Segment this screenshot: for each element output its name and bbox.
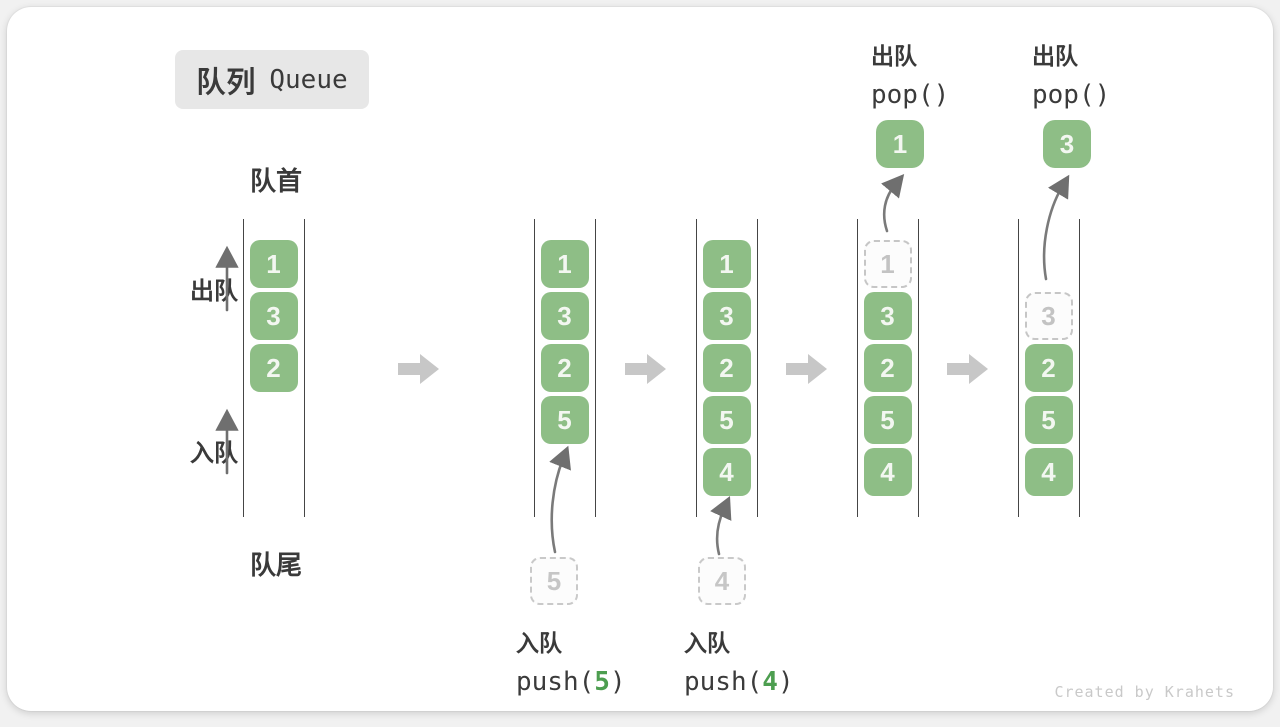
flow-arrow-icon xyxy=(786,354,827,384)
popped-item: 3 xyxy=(1043,120,1091,168)
queue-column-5: 3 2 5 4 xyxy=(1018,219,1080,517)
flow-arrow-icon xyxy=(398,354,439,384)
queue-item: 3 xyxy=(540,292,589,340)
queue-item: 3 xyxy=(702,292,751,340)
operation-label: 入队 xyxy=(516,630,562,656)
queue-item: 2 xyxy=(702,344,751,392)
title-en: Queue xyxy=(269,64,348,95)
queue-item-ghost: 3 xyxy=(1024,292,1073,340)
operation-label: 出队 xyxy=(1032,43,1078,69)
operation-push-4: 入队 push(4) xyxy=(684,624,794,697)
incoming-item-ghost: 4 xyxy=(698,557,746,605)
label-queue-rear: 队尾 xyxy=(250,550,303,580)
operation-pop-1: 出队 pop() xyxy=(871,37,949,110)
title-zh: 队列 xyxy=(196,66,257,99)
flow-arrow-icon xyxy=(625,354,666,384)
push-arg: 4 xyxy=(762,667,778,697)
queue-item: 4 xyxy=(1024,448,1073,496)
watermark: Created by Krahets xyxy=(1054,683,1235,701)
title-badge: 队列 Queue xyxy=(175,50,369,109)
queue-item: 3 xyxy=(863,292,912,340)
flow-arrow-icon xyxy=(947,354,988,384)
queue-item: 2 xyxy=(1024,344,1073,392)
queue-column-3: 1 3 2 5 4 xyxy=(696,219,758,517)
queue-item-ghost: 1 xyxy=(863,240,912,288)
queue-item: 1 xyxy=(540,240,589,288)
queue-item: 2 xyxy=(249,344,298,392)
operation-code: pop() xyxy=(871,80,950,110)
incoming-item-ghost: 5 xyxy=(530,557,578,605)
queue-item: 2 xyxy=(540,344,589,392)
push-arg: 5 xyxy=(594,667,610,697)
label-enqueue: 入队 xyxy=(190,440,238,467)
diagram-card: 队列 Queue 队首 队尾 出队 入队 1 3 2 1 3 2 5 5 1 3… xyxy=(7,7,1273,711)
queue-item: 5 xyxy=(1024,396,1073,444)
operation-label: 出队 xyxy=(871,43,917,69)
queue-item: 5 xyxy=(863,396,912,444)
queue-column-1: 1 3 2 xyxy=(243,219,305,517)
operation-push-5: 入队 push(5) xyxy=(516,624,626,697)
queue-item: 4 xyxy=(702,448,751,496)
queue-column-2: 1 3 2 5 xyxy=(534,219,596,517)
operation-code: pop() xyxy=(1032,80,1111,110)
queue-item: 1 xyxy=(702,240,751,288)
operation-code: push(5) xyxy=(516,667,626,697)
queue-item: 1 xyxy=(249,240,298,288)
queue-item: 5 xyxy=(702,396,751,444)
operation-code: push(4) xyxy=(684,667,794,697)
queue-item: 4 xyxy=(863,448,912,496)
label-queue-front: 队首 xyxy=(250,166,303,196)
popped-item: 1 xyxy=(876,120,924,168)
operation-pop-2: 出队 pop() xyxy=(1032,37,1110,110)
queue-item: 2 xyxy=(863,344,912,392)
operation-label: 入队 xyxy=(684,630,730,656)
queue-column-4: 1 3 2 5 4 xyxy=(857,219,919,517)
queue-item: 5 xyxy=(540,396,589,444)
queue-diagram: 队列 Queue 队首 队尾 出队 入队 1 3 2 1 3 2 5 5 1 3… xyxy=(7,7,1273,711)
label-dequeue: 出队 xyxy=(190,278,238,305)
queue-item: 3 xyxy=(249,292,298,340)
